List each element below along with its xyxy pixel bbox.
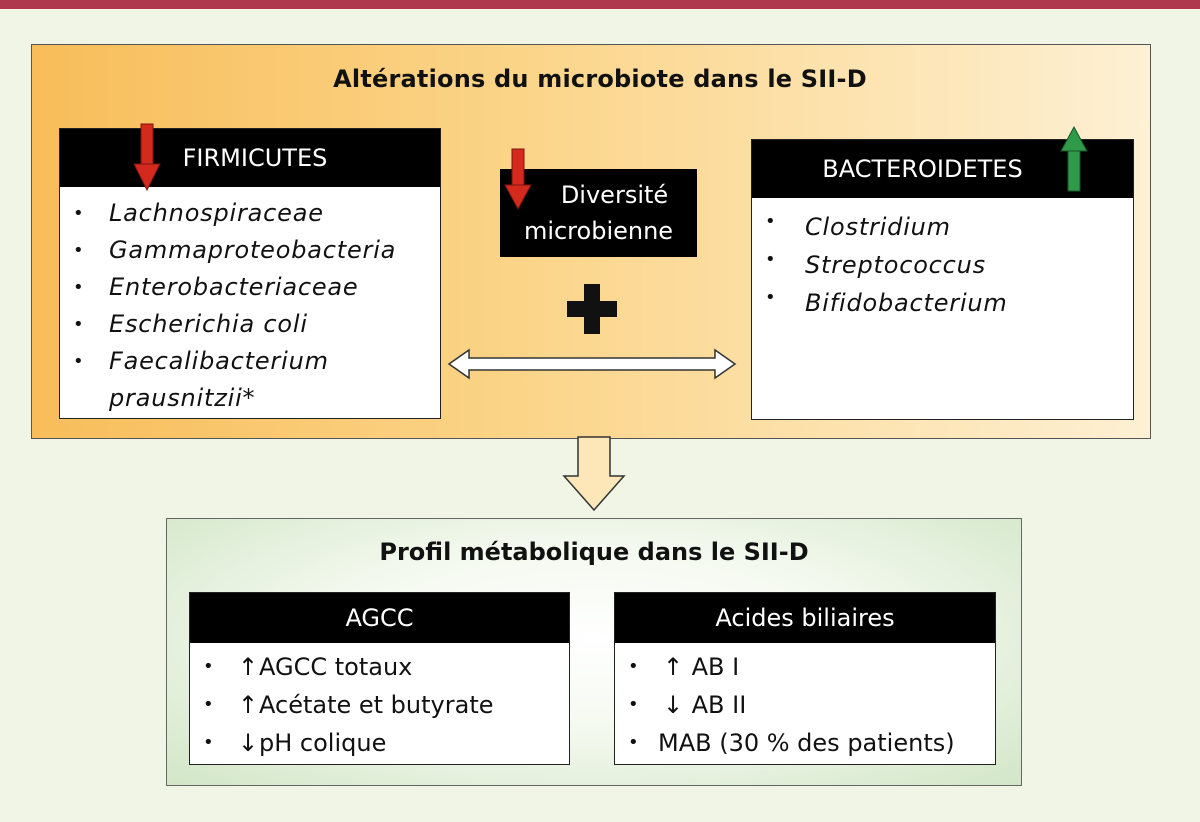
up-arrow-icon: ↑ xyxy=(662,653,684,681)
bacteroidetes-label: BACTEROIDETES xyxy=(822,155,1023,183)
bacteroidetes-list: •Clostridium •Streptococcus •Bifidobacte… xyxy=(751,209,1134,323)
list-item: •MAB (30 % des patients) xyxy=(628,729,955,757)
bile-acids-header: Acides biliaires xyxy=(615,593,995,643)
firmicutes-down-arrow-icon xyxy=(133,123,161,192)
firmicutes-list: •Lachnospiraceae •Gammaproteobacteria •E… xyxy=(59,195,441,417)
list-item: •Gammaproteobacteria xyxy=(73,236,397,264)
list-item-continued: prausnitzii* xyxy=(109,384,256,412)
down-arrow-icon: ↓ xyxy=(237,729,259,757)
bile-acids-box: Acides biliaires xyxy=(614,592,996,765)
agcc-box: AGCC xyxy=(189,592,570,765)
microbiota-panel-title: Altérations du microbiote dans le SII-D xyxy=(333,65,867,93)
firmicutes-label: FIRMICUTES xyxy=(182,144,328,172)
diversity-box: Diversité microbienne xyxy=(500,169,697,257)
plus-icon xyxy=(567,284,617,334)
double-arrow-icon xyxy=(447,348,737,380)
diversity-line-2: microbienne xyxy=(523,217,674,245)
list-item: •↓pH colique xyxy=(189,724,570,762)
firmicutes-box: FIRMICUTES xyxy=(59,128,441,419)
bacteroidetes-up-arrow-icon xyxy=(1060,125,1088,192)
list-item: •↑AGCC totaux xyxy=(189,648,570,686)
list-item: •Enterobacteriaceae xyxy=(73,273,359,301)
list-item: •Lachnospiraceae xyxy=(73,199,324,227)
list-item: •↑ AB I xyxy=(614,648,996,686)
list-item: •Escherichia coli xyxy=(73,310,308,338)
list-item: •Streptococcus xyxy=(765,249,986,279)
agcc-list: •↑AGCC totaux •↑Acétate et butyrate •↓pH… xyxy=(189,648,570,762)
list-item: •Faecalibacterium xyxy=(73,347,329,375)
up-arrow-icon: ↑ xyxy=(237,691,259,719)
metabolic-panel-title: Profil métabolique dans le SII-D xyxy=(379,538,809,566)
down-arrow-icon: ↓ xyxy=(662,691,684,719)
up-arrow-icon: ↑ xyxy=(237,653,259,681)
bile-acids-list: •↑ AB I •↓ AB II •MAB (30 % des patients… xyxy=(614,648,996,762)
diversity-line-1: Diversité xyxy=(560,181,669,209)
agcc-label: AGCC xyxy=(345,604,414,632)
list-item: •Clostridium xyxy=(765,211,951,241)
list-item: •↓ AB II xyxy=(614,686,996,724)
agcc-header: AGCC xyxy=(190,593,569,643)
firmicutes-header: FIRMICUTES xyxy=(60,129,440,187)
list-item: •Bifidobacterium xyxy=(765,287,1008,317)
list-item: •↑Acétate et butyrate xyxy=(189,686,570,724)
bile-acids-label: Acides biliaires xyxy=(715,604,895,632)
diversity-down-arrow-icon xyxy=(504,148,532,211)
down-connector-arrow-icon xyxy=(562,436,626,512)
top-rule xyxy=(0,0,1200,9)
